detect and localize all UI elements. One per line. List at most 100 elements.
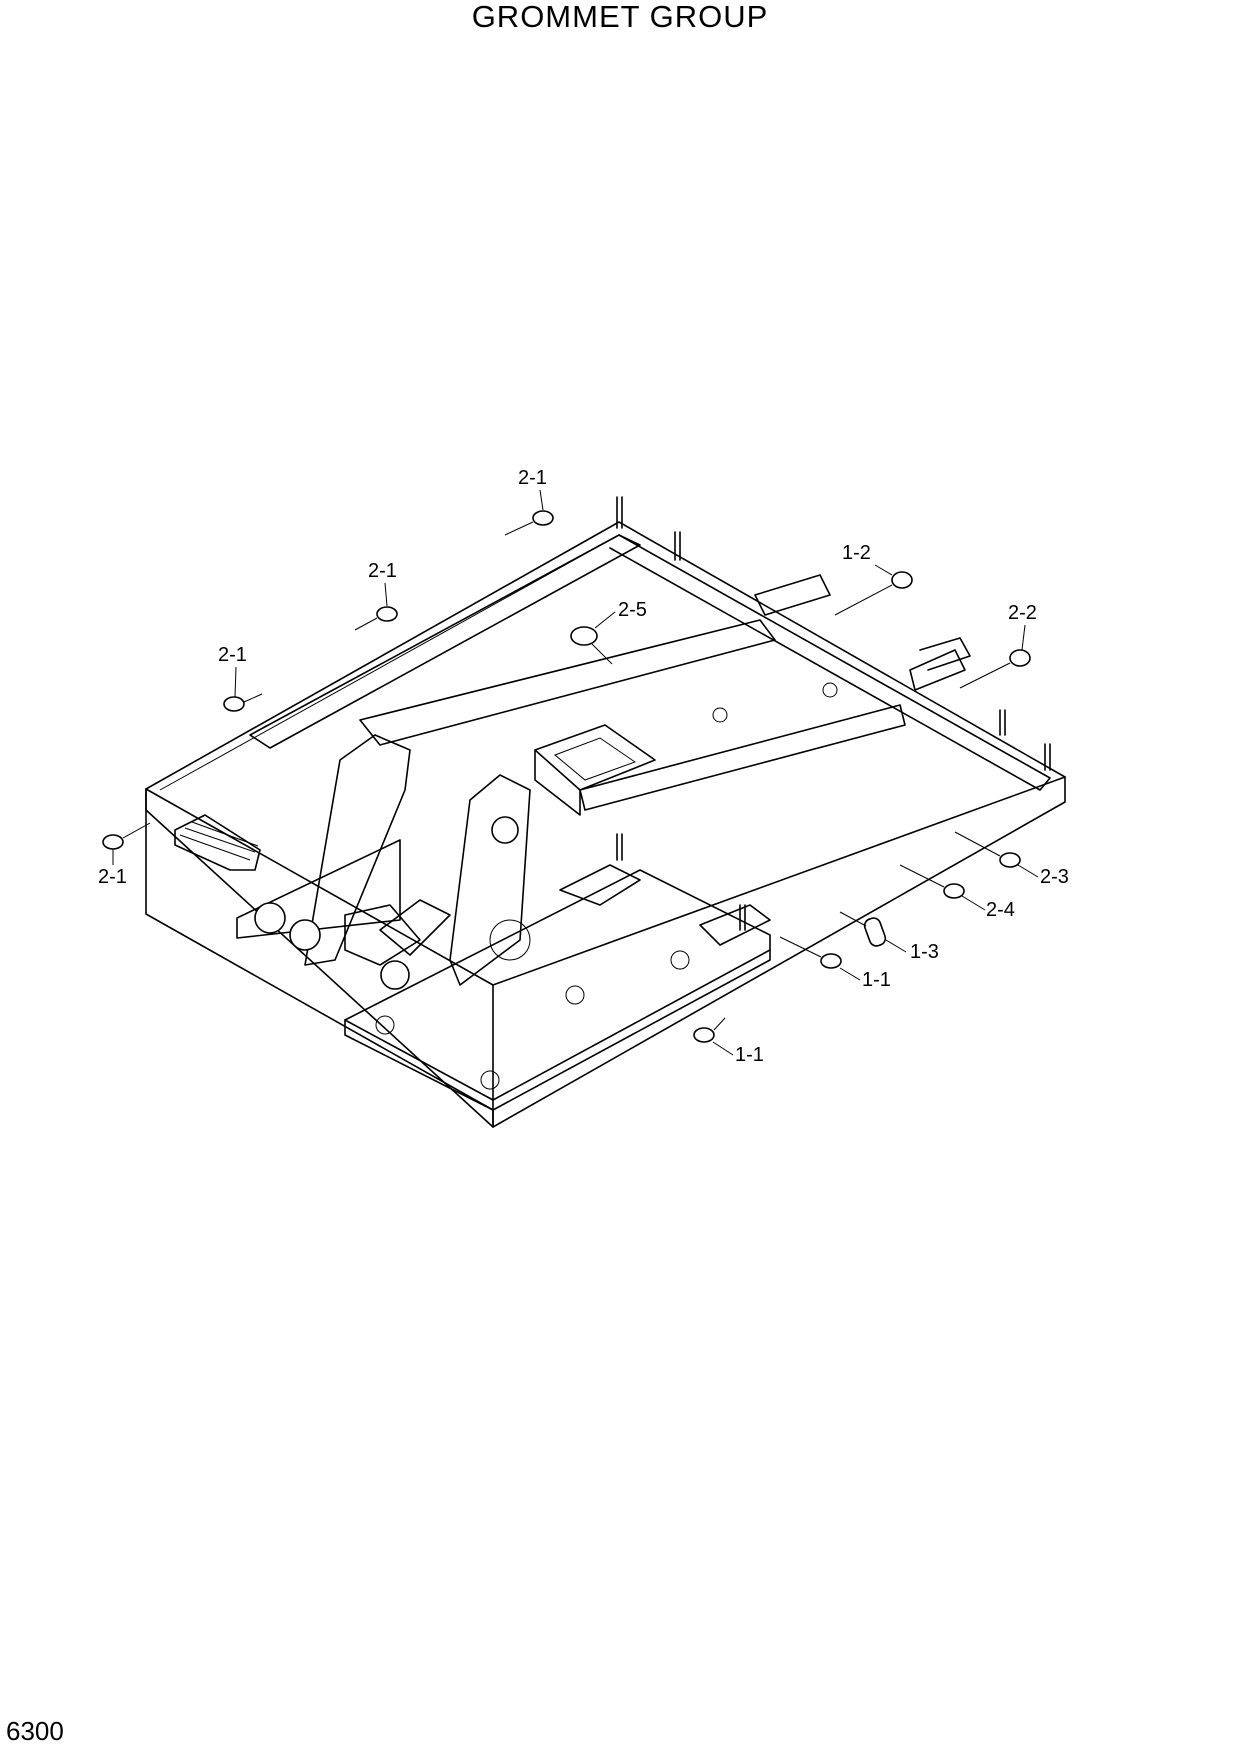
callout-label: 1-2 <box>842 542 871 564</box>
mount-hole-4 <box>670 950 690 970</box>
pin-boss-4 <box>491 816 519 844</box>
leader-line <box>539 489 544 511</box>
tab-4 <box>1044 743 1051 771</box>
tab-1 <box>616 496 623 529</box>
leader-line <box>839 967 861 981</box>
leader-line-to-part <box>354 617 378 631</box>
left-rail <box>249 534 641 749</box>
boom-support-beam <box>359 619 776 746</box>
callout-c3: 2-1 <box>218 644 263 712</box>
grommet-icon <box>863 917 887 947</box>
front-floor-plate <box>344 869 771 1111</box>
callout-label: 1-1 <box>735 1044 764 1066</box>
callout-label: 1-1 <box>862 969 891 991</box>
frame-outline <box>145 521 1066 1128</box>
leader-line <box>234 666 237 698</box>
bracket-cutout <box>344 904 421 966</box>
tab-2 <box>674 531 681 561</box>
boom-plate-right <box>449 774 531 986</box>
frame-left-face <box>145 788 494 1128</box>
step-treads <box>179 821 259 861</box>
callout-label: 2-2 <box>1008 602 1037 624</box>
grommet-icon <box>1009 649 1031 667</box>
frame-inner-edge <box>145 788 494 1128</box>
bottom-plate <box>236 839 401 939</box>
mount-hole-6 <box>822 682 838 698</box>
mount-hole-2 <box>480 1070 500 1090</box>
grommet-icon <box>223 696 245 712</box>
swing-box-top <box>534 724 656 791</box>
frame-inner-rim <box>159 534 1051 791</box>
callout-c7: 2-2 <box>959 602 1037 689</box>
grommet-icon <box>693 1027 715 1043</box>
page-number: 6300 <box>6 1716 64 1746</box>
right-mount-1 <box>909 649 966 691</box>
leader-line-to-part <box>591 643 613 665</box>
step-platform <box>174 814 261 871</box>
rear-beam <box>609 534 1051 791</box>
leader-line-to-part <box>779 936 822 958</box>
boom-pin-block <box>379 899 451 956</box>
swing-box-left <box>534 749 581 816</box>
crossmember-bracket-2 <box>699 904 771 946</box>
leader-line <box>712 1041 734 1056</box>
grommet-icon <box>943 883 965 899</box>
boom-plate-left <box>304 734 411 966</box>
front-floor-edge <box>344 949 771 1101</box>
grommet-icon <box>570 626 598 646</box>
right-mount-2 <box>919 637 971 671</box>
leader-line <box>1017 864 1039 878</box>
leader-line <box>885 939 907 953</box>
callout-c5: 1-2 <box>834 542 913 616</box>
callout-c10: 1-3 <box>839 911 939 963</box>
callout-c12: 1-1 <box>693 1017 764 1066</box>
leader-line-to-part <box>959 662 1011 689</box>
grommet-icon <box>820 953 842 969</box>
right-upper-beam <box>754 574 831 616</box>
callout-label: 2-1 <box>218 644 247 666</box>
leader-line-to-part <box>954 831 1001 857</box>
callout-label: 2-1 <box>98 866 127 888</box>
leader-line <box>1021 624 1026 651</box>
callout-c1: 2-1 <box>504 467 554 536</box>
callout-label: 2-3 <box>1040 866 1069 888</box>
callout-c4: 2-1 <box>98 822 151 888</box>
leader-line <box>384 582 388 607</box>
leader-line <box>874 564 893 576</box>
leader-line-to-part <box>899 864 945 888</box>
leader-line-to-part <box>839 911 867 927</box>
leader-line-to-part <box>834 584 893 616</box>
grommet-icon <box>999 852 1021 868</box>
crossmember-bracket <box>559 864 641 906</box>
page-title: GROMMET GROUP <box>471 0 769 34</box>
tab-6 <box>739 904 746 931</box>
tab-3 <box>999 709 1006 736</box>
callout-c2: 2-1 <box>354 560 398 631</box>
callout-label: 2-1 <box>368 560 397 582</box>
callout-c11: 1-1 <box>779 936 891 991</box>
leader-line <box>594 611 616 629</box>
tab-5 <box>616 833 623 861</box>
callout-label: 2-1 <box>518 467 547 489</box>
mount-hole-1 <box>375 1015 395 1035</box>
grommet-icon <box>532 510 554 526</box>
mount-hole-3 <box>565 985 585 1005</box>
callout-c9: 2-4 <box>899 864 1015 921</box>
grommet-icon <box>376 606 398 622</box>
swing-box-opening <box>554 737 637 781</box>
leader-line-to-part <box>243 693 263 703</box>
callout-c6: 2-5 <box>570 599 647 665</box>
callout-c8: 2-3 <box>954 831 1069 888</box>
frame-front-edge <box>492 776 1066 986</box>
pin-boss-2 <box>289 919 321 951</box>
callout-label: 2-4 <box>986 899 1015 921</box>
leader-line-to-part <box>122 822 151 839</box>
callout-label: 1-3 <box>910 941 939 963</box>
leader-line-to-part <box>504 521 534 536</box>
callout-label: 2-5 <box>618 599 647 621</box>
leader-line-to-part <box>713 1017 726 1031</box>
leader-line <box>961 895 986 911</box>
pin-boss-1 <box>254 902 286 934</box>
grommet-icon <box>102 834 124 850</box>
